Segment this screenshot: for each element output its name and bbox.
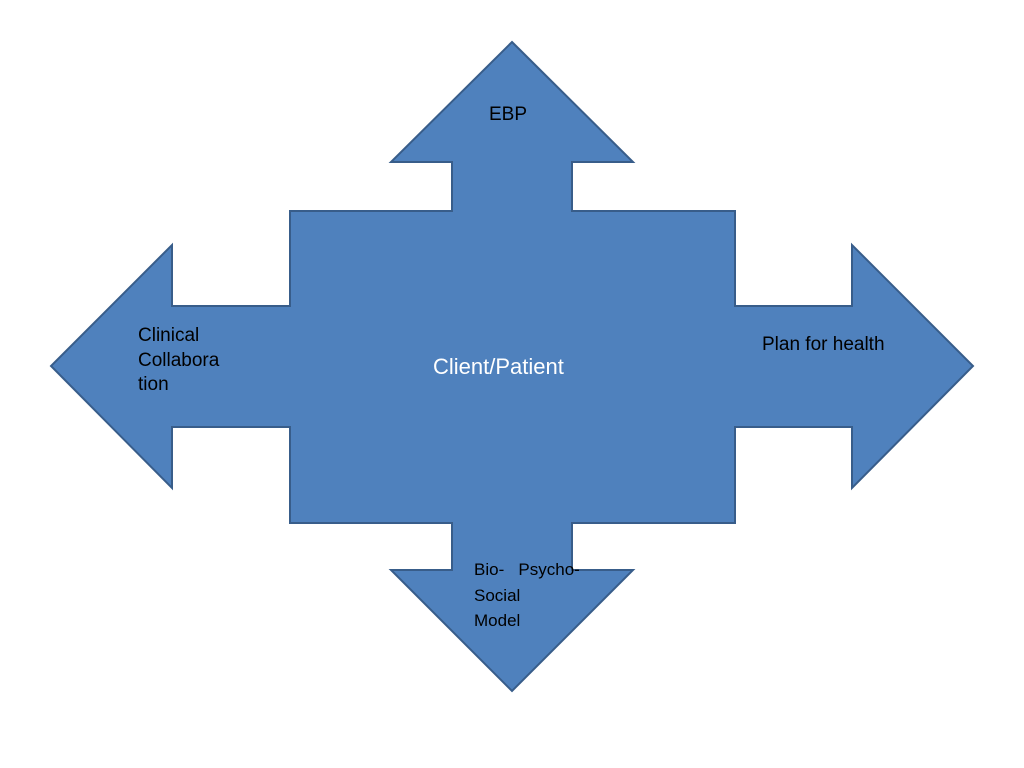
left-arrow-label: Clinical Collabora tion	[138, 324, 219, 398]
top-arrow-label: EBP	[489, 104, 528, 125]
left-arrow-label-line-1: Clinical	[138, 325, 200, 346]
left-arrow-label-line-3: tion	[138, 374, 169, 396]
right-arrow-label: Plan for health	[762, 334, 885, 355]
bottom-arrow-label-line-3: Model	[474, 611, 521, 630]
center-label: Client/Patient	[433, 354, 564, 379]
four-way-arrow	[49, 40, 975, 693]
bottom-arrow-label: Bio- Psycho- Social Model	[474, 557, 580, 634]
bottom-arrow-label-line-1: Bio- Psycho-	[474, 560, 580, 579]
bottom-arrow-label-line-2: Social	[474, 585, 521, 605]
left-arrow-label-line-2: Collabora	[138, 349, 220, 371]
